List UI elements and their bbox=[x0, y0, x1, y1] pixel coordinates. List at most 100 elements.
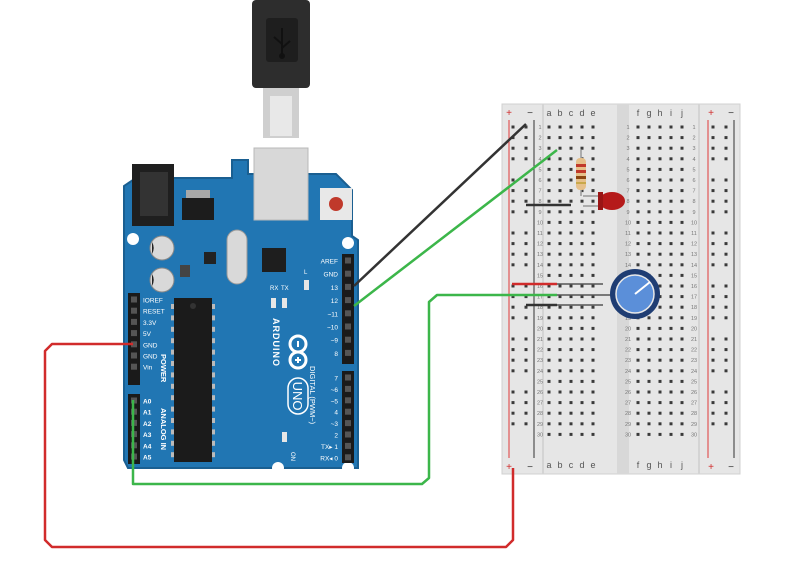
breadboard-hole[interactable] bbox=[669, 178, 673, 182]
header-pin-hole[interactable] bbox=[345, 397, 351, 404]
breadboard-hole[interactable] bbox=[569, 242, 573, 246]
breadboard-hole[interactable] bbox=[558, 316, 562, 320]
breadboard-hole[interactable] bbox=[558, 326, 562, 330]
breadboard-hole[interactable] bbox=[680, 411, 684, 415]
rail-hole[interactable] bbox=[711, 178, 715, 182]
breadboard-hole[interactable] bbox=[669, 326, 673, 330]
rail-hole[interactable] bbox=[711, 136, 715, 140]
breadboard-hole[interactable] bbox=[591, 379, 595, 383]
breadboard-hole[interactable] bbox=[658, 337, 662, 341]
breadboard-hole[interactable] bbox=[547, 348, 551, 352]
breadboard-hole[interactable] bbox=[591, 432, 595, 436]
breadboard-hole[interactable] bbox=[680, 379, 684, 383]
rail-hole[interactable] bbox=[724, 390, 728, 394]
breadboard-hole[interactable] bbox=[547, 326, 551, 330]
header-pin-hole[interactable] bbox=[345, 283, 351, 290]
breadboard-hole[interactable] bbox=[558, 136, 562, 140]
arduino-board[interactable]: RX TX L ON ARDUINO UNO IOREFRESET3.3V5VG… bbox=[123, 147, 359, 474]
breadboard-hole[interactable] bbox=[680, 220, 684, 224]
breadboard-hole[interactable] bbox=[680, 401, 684, 405]
breadboard-hole[interactable] bbox=[591, 316, 595, 320]
breadboard-hole[interactable] bbox=[658, 178, 662, 182]
breadboard-hole[interactable] bbox=[558, 379, 562, 383]
breadboard-hole[interactable] bbox=[669, 263, 673, 267]
rail-hole[interactable] bbox=[724, 125, 728, 129]
breadboard-hole[interactable] bbox=[547, 432, 551, 436]
rail-hole[interactable] bbox=[511, 210, 515, 214]
breadboard-hole[interactable] bbox=[636, 252, 640, 256]
rail-hole[interactable] bbox=[724, 284, 728, 288]
breadboard-hole[interactable] bbox=[658, 348, 662, 352]
breadboard-hole[interactable] bbox=[636, 379, 640, 383]
breadboard-hole[interactable] bbox=[669, 146, 673, 150]
breadboard-hole[interactable] bbox=[669, 337, 673, 341]
breadboard-hole[interactable] bbox=[580, 252, 584, 256]
breadboard-hole[interactable] bbox=[680, 125, 684, 129]
breadboard-hole[interactable] bbox=[636, 337, 640, 341]
breadboard-hole[interactable] bbox=[558, 390, 562, 394]
rail-hole[interactable] bbox=[511, 295, 515, 299]
breadboard-hole[interactable] bbox=[636, 146, 640, 150]
header-pin-hole[interactable] bbox=[131, 318, 137, 325]
breadboard-hole[interactable] bbox=[669, 295, 673, 299]
breadboard-hole[interactable] bbox=[591, 284, 595, 288]
rail-hole[interactable] bbox=[724, 189, 728, 193]
breadboard-hole[interactable] bbox=[569, 295, 573, 299]
breadboard-hole[interactable] bbox=[569, 220, 573, 224]
breadboard-hole[interactable] bbox=[591, 136, 595, 140]
rail-hole[interactable] bbox=[711, 199, 715, 203]
breadboard-hole[interactable] bbox=[569, 284, 573, 288]
breadboard-hole[interactable] bbox=[669, 379, 673, 383]
rail-hole[interactable] bbox=[724, 210, 728, 214]
breadboard-hole[interactable] bbox=[569, 178, 573, 182]
breadboard-hole[interactable] bbox=[558, 220, 562, 224]
breadboard-hole[interactable] bbox=[669, 401, 673, 405]
rail-hole[interactable] bbox=[711, 358, 715, 362]
breadboard-hole[interactable] bbox=[580, 263, 584, 267]
resistor[interactable] bbox=[576, 150, 586, 196]
breadboard-hole[interactable] bbox=[669, 284, 673, 288]
breadboard-hole[interactable] bbox=[547, 178, 551, 182]
breadboard-hole[interactable] bbox=[558, 401, 562, 405]
rail-hole[interactable] bbox=[524, 422, 528, 426]
breadboard-hole[interactable] bbox=[647, 167, 651, 171]
breadboard-hole[interactable] bbox=[647, 358, 651, 362]
rail-hole[interactable] bbox=[511, 178, 515, 182]
breadboard-hole[interactable] bbox=[658, 136, 662, 140]
breadboard-hole[interactable] bbox=[558, 146, 562, 150]
rail-hole[interactable] bbox=[724, 401, 728, 405]
breadboard-hole[interactable] bbox=[647, 178, 651, 182]
breadboard-hole[interactable] bbox=[658, 242, 662, 246]
rail-hole[interactable] bbox=[711, 157, 715, 161]
wire-5v-to-rail[interactable] bbox=[43, 342, 515, 549]
breadboard-hole[interactable] bbox=[580, 295, 584, 299]
breadboard-hole[interactable] bbox=[658, 157, 662, 161]
rail-hole[interactable] bbox=[724, 178, 728, 182]
breadboard-hole[interactable] bbox=[547, 295, 551, 299]
breadboard-hole[interactable] bbox=[580, 210, 584, 214]
breadboard-hole[interactable] bbox=[680, 231, 684, 235]
breadboard-hole[interactable] bbox=[591, 125, 595, 129]
breadboard-hole[interactable] bbox=[636, 242, 640, 246]
breadboard-hole[interactable] bbox=[591, 358, 595, 362]
rail-hole[interactable] bbox=[711, 125, 715, 129]
rail-hole[interactable] bbox=[711, 231, 715, 235]
breadboard-hole[interactable] bbox=[636, 231, 640, 235]
breadboard-hole[interactable] bbox=[580, 316, 584, 320]
header-pin-hole[interactable] bbox=[345, 408, 351, 415]
rail-hole[interactable] bbox=[711, 337, 715, 341]
breadboard-hole[interactable] bbox=[680, 252, 684, 256]
breadboard-hole[interactable] bbox=[647, 390, 651, 394]
breadboard-hole[interactable] bbox=[669, 252, 673, 256]
rail-hole[interactable] bbox=[511, 252, 515, 256]
breadboard-hole[interactable] bbox=[669, 411, 673, 415]
breadboard-hole[interactable] bbox=[569, 210, 573, 214]
breadboard-hole[interactable] bbox=[658, 273, 662, 277]
breadboard-hole[interactable] bbox=[558, 199, 562, 203]
breadboard-hole[interactable] bbox=[669, 136, 673, 140]
breadboard-hole[interactable] bbox=[591, 337, 595, 341]
breadboard-hole[interactable] bbox=[580, 284, 584, 288]
rail-hole[interactable] bbox=[724, 252, 728, 256]
breadboard-hole[interactable] bbox=[591, 220, 595, 224]
breadboard-hole[interactable] bbox=[647, 210, 651, 214]
